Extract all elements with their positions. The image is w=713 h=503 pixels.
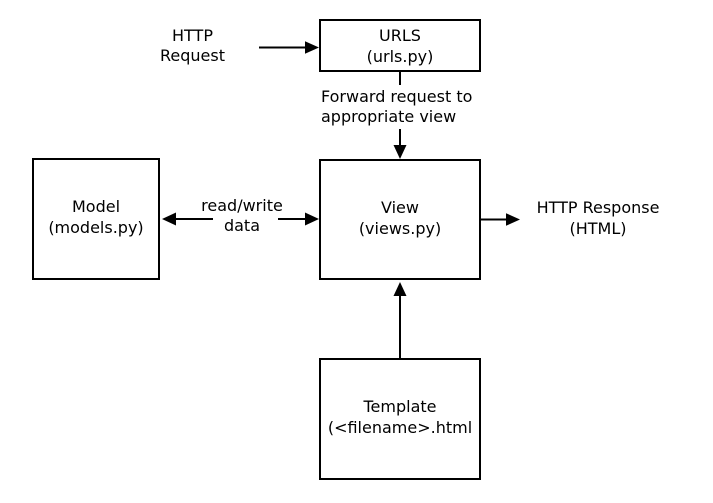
arrowhead-up-icon	[393, 282, 407, 296]
arrow-request-to-urls	[259, 41, 319, 54]
view-box-subtitle: (views.py)	[358, 218, 442, 238]
arrow-readwrite-to-model	[162, 212, 213, 226]
http-request-label: HTTP Request	[160, 26, 225, 65]
view-box: View (views.py)	[319, 159, 481, 280]
forward-request-label: Forward request to appropriate view	[318, 85, 477, 129]
model-box: Model (models.py)	[32, 158, 160, 280]
read-write-data-label: read/write data	[201, 196, 283, 235]
arrow-readwrite-to-view	[278, 212, 319, 226]
view-box-title: View	[381, 197, 419, 217]
urls-box-subtitle: (urls.py)	[366, 46, 434, 66]
model-box-title: Model	[71, 197, 121, 216]
template-box-title: Template	[363, 397, 437, 416]
http-response-label: HTTP Response (HTML)	[536, 198, 660, 238]
template-box-subtitle: (<filename>.html	[327, 418, 473, 437]
model-box-subtitle: (models.py)	[48, 218, 144, 237]
arrowhead-right-icon	[305, 41, 319, 54]
arrow-view-to-response	[481, 213, 520, 226]
arrowhead-down-icon	[393, 145, 407, 159]
urls-box-title: URLS	[379, 25, 421, 45]
arrowhead-right-icon	[305, 212, 319, 226]
arrowhead-left-icon	[162, 212, 176, 226]
template-box: Template (<filename>.html	[319, 358, 481, 480]
arrowhead-right-icon	[506, 213, 520, 226]
arrow-template-to-view	[393, 282, 407, 358]
urls-box: URLS (urls.py)	[319, 19, 481, 72]
